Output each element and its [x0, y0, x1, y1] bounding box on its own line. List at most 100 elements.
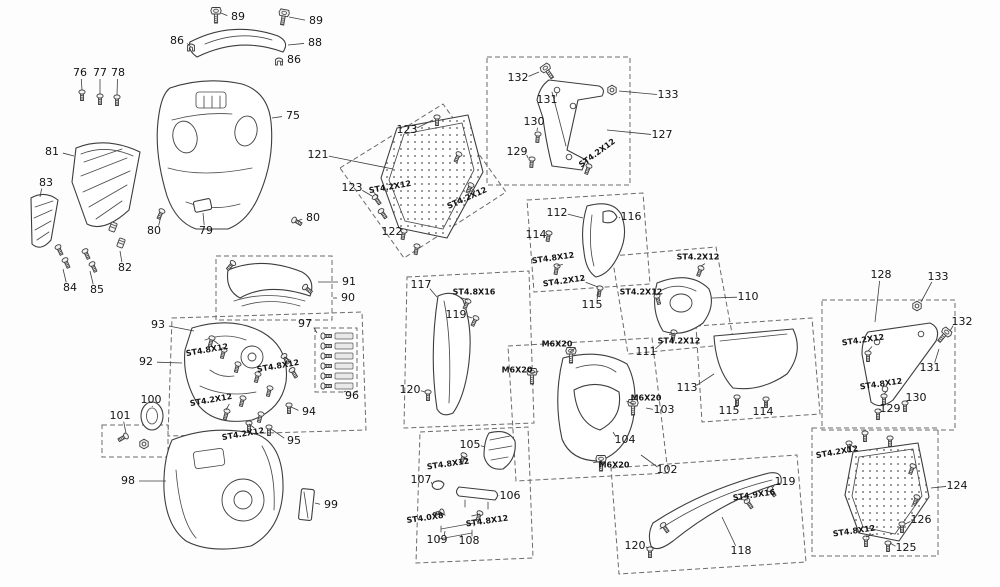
part-callout-101: 101 — [110, 409, 131, 422]
bracket-127-detail — [551, 91, 567, 147]
part-callout-131: 131 — [920, 361, 941, 374]
part-callout-123: 123 — [342, 181, 363, 194]
bracket-110-detail — [661, 285, 697, 292]
windshield-81-hatch — [80, 148, 134, 220]
leader-line — [220, 12, 228, 16]
part-callout-125: 125 — [896, 541, 917, 554]
part-callout-112: 112 — [547, 206, 568, 219]
front-cover-assembly — [30, 7, 304, 274]
guard-105-hatch — [488, 435, 513, 461]
leader-line — [905, 400, 908, 403]
leader-line — [949, 325, 954, 332]
lamp-100-lens — [146, 407, 158, 425]
part-callout-83: 83 — [39, 176, 53, 189]
screw-icon — [424, 389, 432, 401]
screw-icon — [412, 242, 421, 256]
part-callout-82: 82 — [118, 261, 132, 274]
part-callout-90: 90 — [341, 291, 355, 304]
leader-line — [772, 484, 776, 488]
leader-line — [618, 90, 658, 95]
part-callout-120: 120 — [625, 539, 646, 552]
fastener-spec-ST4.2X12: ST4.2X12 — [677, 253, 720, 262]
part-callout-115: 115 — [719, 404, 740, 417]
group-box-118 — [610, 454, 807, 575]
fastener-legend-stack — [320, 332, 354, 390]
leader-line — [460, 534, 463, 538]
part-callout-119: 119 — [775, 475, 796, 488]
part-callout-109: 109 — [427, 533, 448, 546]
fastener-spec-ST4.2X12: ST4.2X12 — [658, 337, 701, 346]
inner-cover-92-detail — [199, 335, 257, 395]
screw-icon — [290, 215, 304, 228]
inner-cover-hole-small — [247, 352, 257, 362]
bolt-icon — [276, 8, 291, 27]
perforated-panel-assembly-121 — [370, 114, 484, 256]
part-callout-80: 80 — [147, 224, 161, 237]
part-callout-76: 76 — [73, 66, 87, 79]
stack-screw-icon — [320, 352, 332, 360]
screw-icon — [80, 247, 92, 261]
fastener-spec-M6X20: M6X20 — [599, 461, 630, 470]
fastener-spec-M6X20: M6X20 — [502, 366, 533, 375]
part-callout-133: 133 — [928, 270, 949, 283]
leader-line — [930, 486, 947, 489]
leader-line — [460, 297, 469, 301]
leader-line — [417, 119, 434, 129]
leader-line — [168, 325, 195, 332]
leader-line — [461, 455, 468, 461]
leader-line — [158, 215, 162, 226]
screw-icon — [78, 89, 86, 101]
perforated-panel-assembly-124 — [844, 430, 930, 552]
group-box-117 — [403, 270, 535, 429]
bracket-79 — [192, 198, 213, 213]
front-panel-75-vent — [195, 91, 227, 109]
leader-line — [645, 546, 649, 549]
screw-icon — [862, 535, 870, 547]
leader-line — [470, 187, 476, 192]
stack-screw-icon — [320, 342, 332, 350]
cover-112 — [581, 203, 626, 278]
inner-cover-assembly-92 — [184, 322, 300, 436]
fastener-spec-ST4.0X8: ST4.0X8 — [406, 511, 444, 525]
leader-line — [721, 516, 736, 546]
screw-icon — [285, 402, 293, 414]
perforated-panel-124-dots — [845, 443, 929, 541]
leader-line — [867, 346, 873, 352]
part-callout-99: 99 — [324, 498, 338, 511]
leader-line — [62, 152, 75, 157]
leader-line — [80, 78, 83, 91]
part-callout-123: 123 — [397, 123, 418, 136]
screw-icon — [533, 131, 542, 144]
stack-screw-icon — [320, 372, 332, 380]
cover-112-notch — [602, 210, 618, 224]
screw-icon — [646, 546, 654, 558]
part-callout-79: 79 — [199, 224, 213, 237]
headlight-cutout-left — [172, 120, 198, 154]
screw-icon — [116, 431, 130, 444]
group-box-112 — [526, 192, 651, 293]
leader-line — [556, 263, 563, 267]
fastener-spec-ST4.8X12: ST4.8X12 — [426, 457, 470, 472]
leader-line — [904, 521, 911, 525]
part-callout-121: 121 — [308, 148, 329, 161]
leader-line — [280, 60, 284, 63]
leader-line — [225, 403, 230, 411]
lower-cover-assembly-98 — [163, 429, 315, 550]
lamp-assembly-100 — [116, 401, 164, 450]
part-callout-94: 94 — [302, 405, 316, 418]
part-callout-89: 89 — [309, 14, 323, 27]
fastener-spec-ST4.2X12: ST4.2X12 — [577, 137, 617, 169]
top-garnish-88 — [188, 28, 287, 58]
leader-line — [585, 281, 599, 288]
lower-cover-hole-small — [233, 490, 253, 510]
part-callout-114: 114 — [526, 228, 547, 241]
part-callout-111: 111 — [636, 345, 657, 358]
windshield-81 — [71, 142, 141, 228]
part-callout-80: 80 — [306, 211, 320, 224]
part-callout-92: 92 — [139, 355, 153, 368]
part-callout-105: 105 — [460, 438, 481, 451]
leader-line — [248, 423, 255, 429]
part-callout-124: 124 — [947, 479, 968, 492]
leader-line — [283, 356, 291, 361]
leader-line — [618, 217, 621, 219]
